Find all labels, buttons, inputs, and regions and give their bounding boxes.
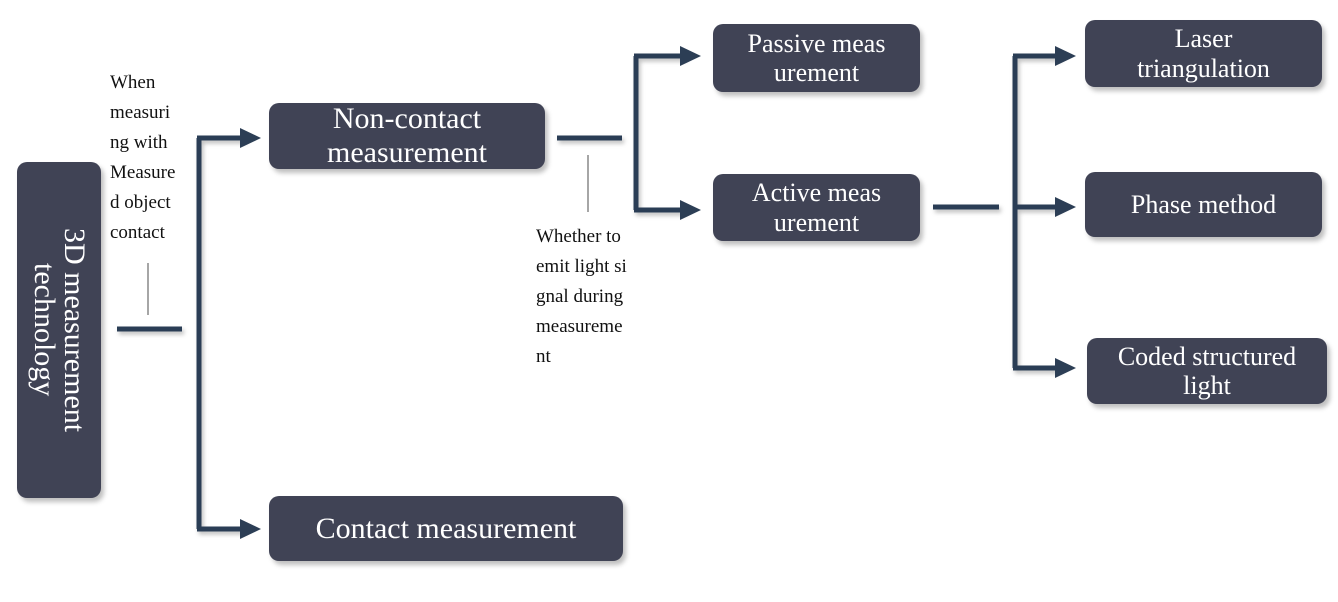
criterion1-label: When measuri ng with Measure d object co… — [110, 72, 176, 243]
criterion2-label: Whether to emit light si gnal during mea… — [536, 226, 627, 367]
phase-node: Phase method — [1085, 172, 1322, 237]
non-contact-node: Non-contact measurement — [269, 102, 545, 169]
root-label: 3D measurement technology — [28, 227, 91, 433]
arrowhead-icon — [240, 128, 261, 148]
arrowhead-icon — [1055, 197, 1076, 217]
active-node: Active meas urement — [713, 174, 920, 241]
arrowhead-icon — [680, 46, 701, 66]
arrowhead-icon — [1055, 358, 1076, 378]
arrowhead-icon — [240, 519, 261, 539]
root-node: 3D measurement technology — [17, 162, 101, 498]
laser-node: Laser triangulation — [1085, 20, 1322, 87]
arrowhead-icon — [680, 200, 701, 220]
passive-node: Passive meas urement — [713, 24, 920, 92]
arrowhead-icon — [1055, 46, 1076, 66]
contact-node: Contact measurement — [269, 496, 623, 561]
coded-node: Coded structured light — [1087, 338, 1327, 404]
